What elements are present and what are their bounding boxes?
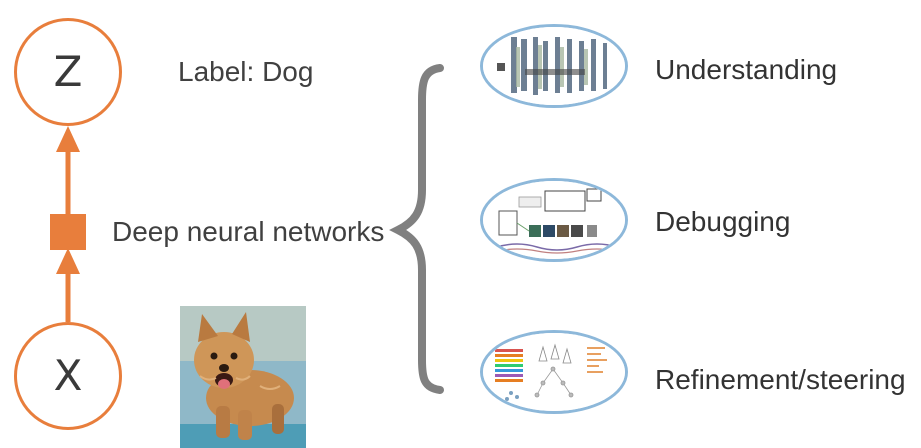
deep-neural-networks-text: Deep neural networks (112, 216, 385, 247)
understanding-thumbnail (480, 24, 628, 108)
understanding-label: Understanding (655, 54, 838, 85)
dog-photo (180, 306, 306, 448)
refinement-steering-label: Refinement/steering (655, 364, 906, 395)
refinement-thumbnail (480, 330, 628, 414)
arrow-head-lower (56, 248, 80, 274)
node-x-letter: X (53, 351, 83, 400)
curly-brace (389, 64, 444, 394)
arrow-head-upper (56, 126, 80, 152)
debugging-label: Debugging (655, 206, 791, 237)
network-factor-box (50, 214, 86, 250)
latent-node-z: Z (14, 18, 122, 126)
input-node-x: X (14, 322, 122, 430)
label-dog-text: Label: Dog (178, 56, 314, 87)
debugging-thumbnail (480, 178, 628, 262)
node-z-letter: Z (53, 47, 83, 96)
